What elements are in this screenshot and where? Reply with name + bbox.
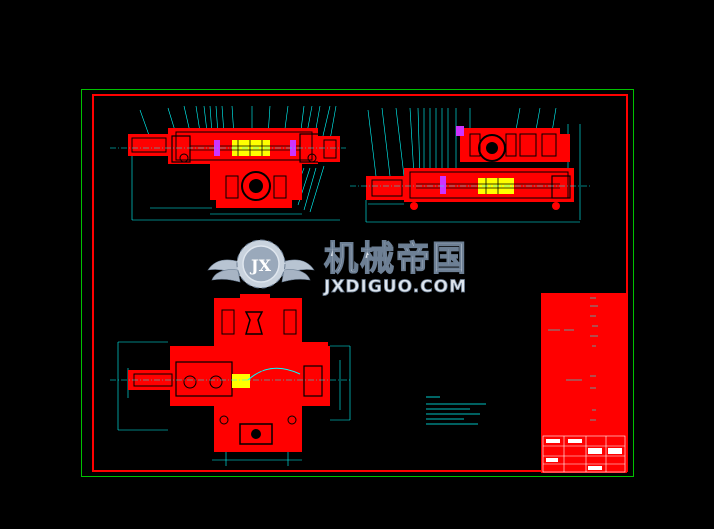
watermark-url: JXDIGUO.COM [323,277,467,297]
outer-border [81,89,634,477]
front-view-left [110,105,346,221]
plan-view-bottom [110,294,352,466]
wings-icon [207,259,315,283]
watermark: JX 机械帝国 JXDIGUO.COM [207,238,468,297]
title-block [541,293,627,473]
side-view-right [350,107,590,223]
logo-letters: JX [249,256,272,275]
gear-logo-icon: JX [236,239,286,289]
watermark-title: 机械帝国 [324,239,468,279]
technical-notes [426,396,486,425]
inner-border [92,94,628,472]
